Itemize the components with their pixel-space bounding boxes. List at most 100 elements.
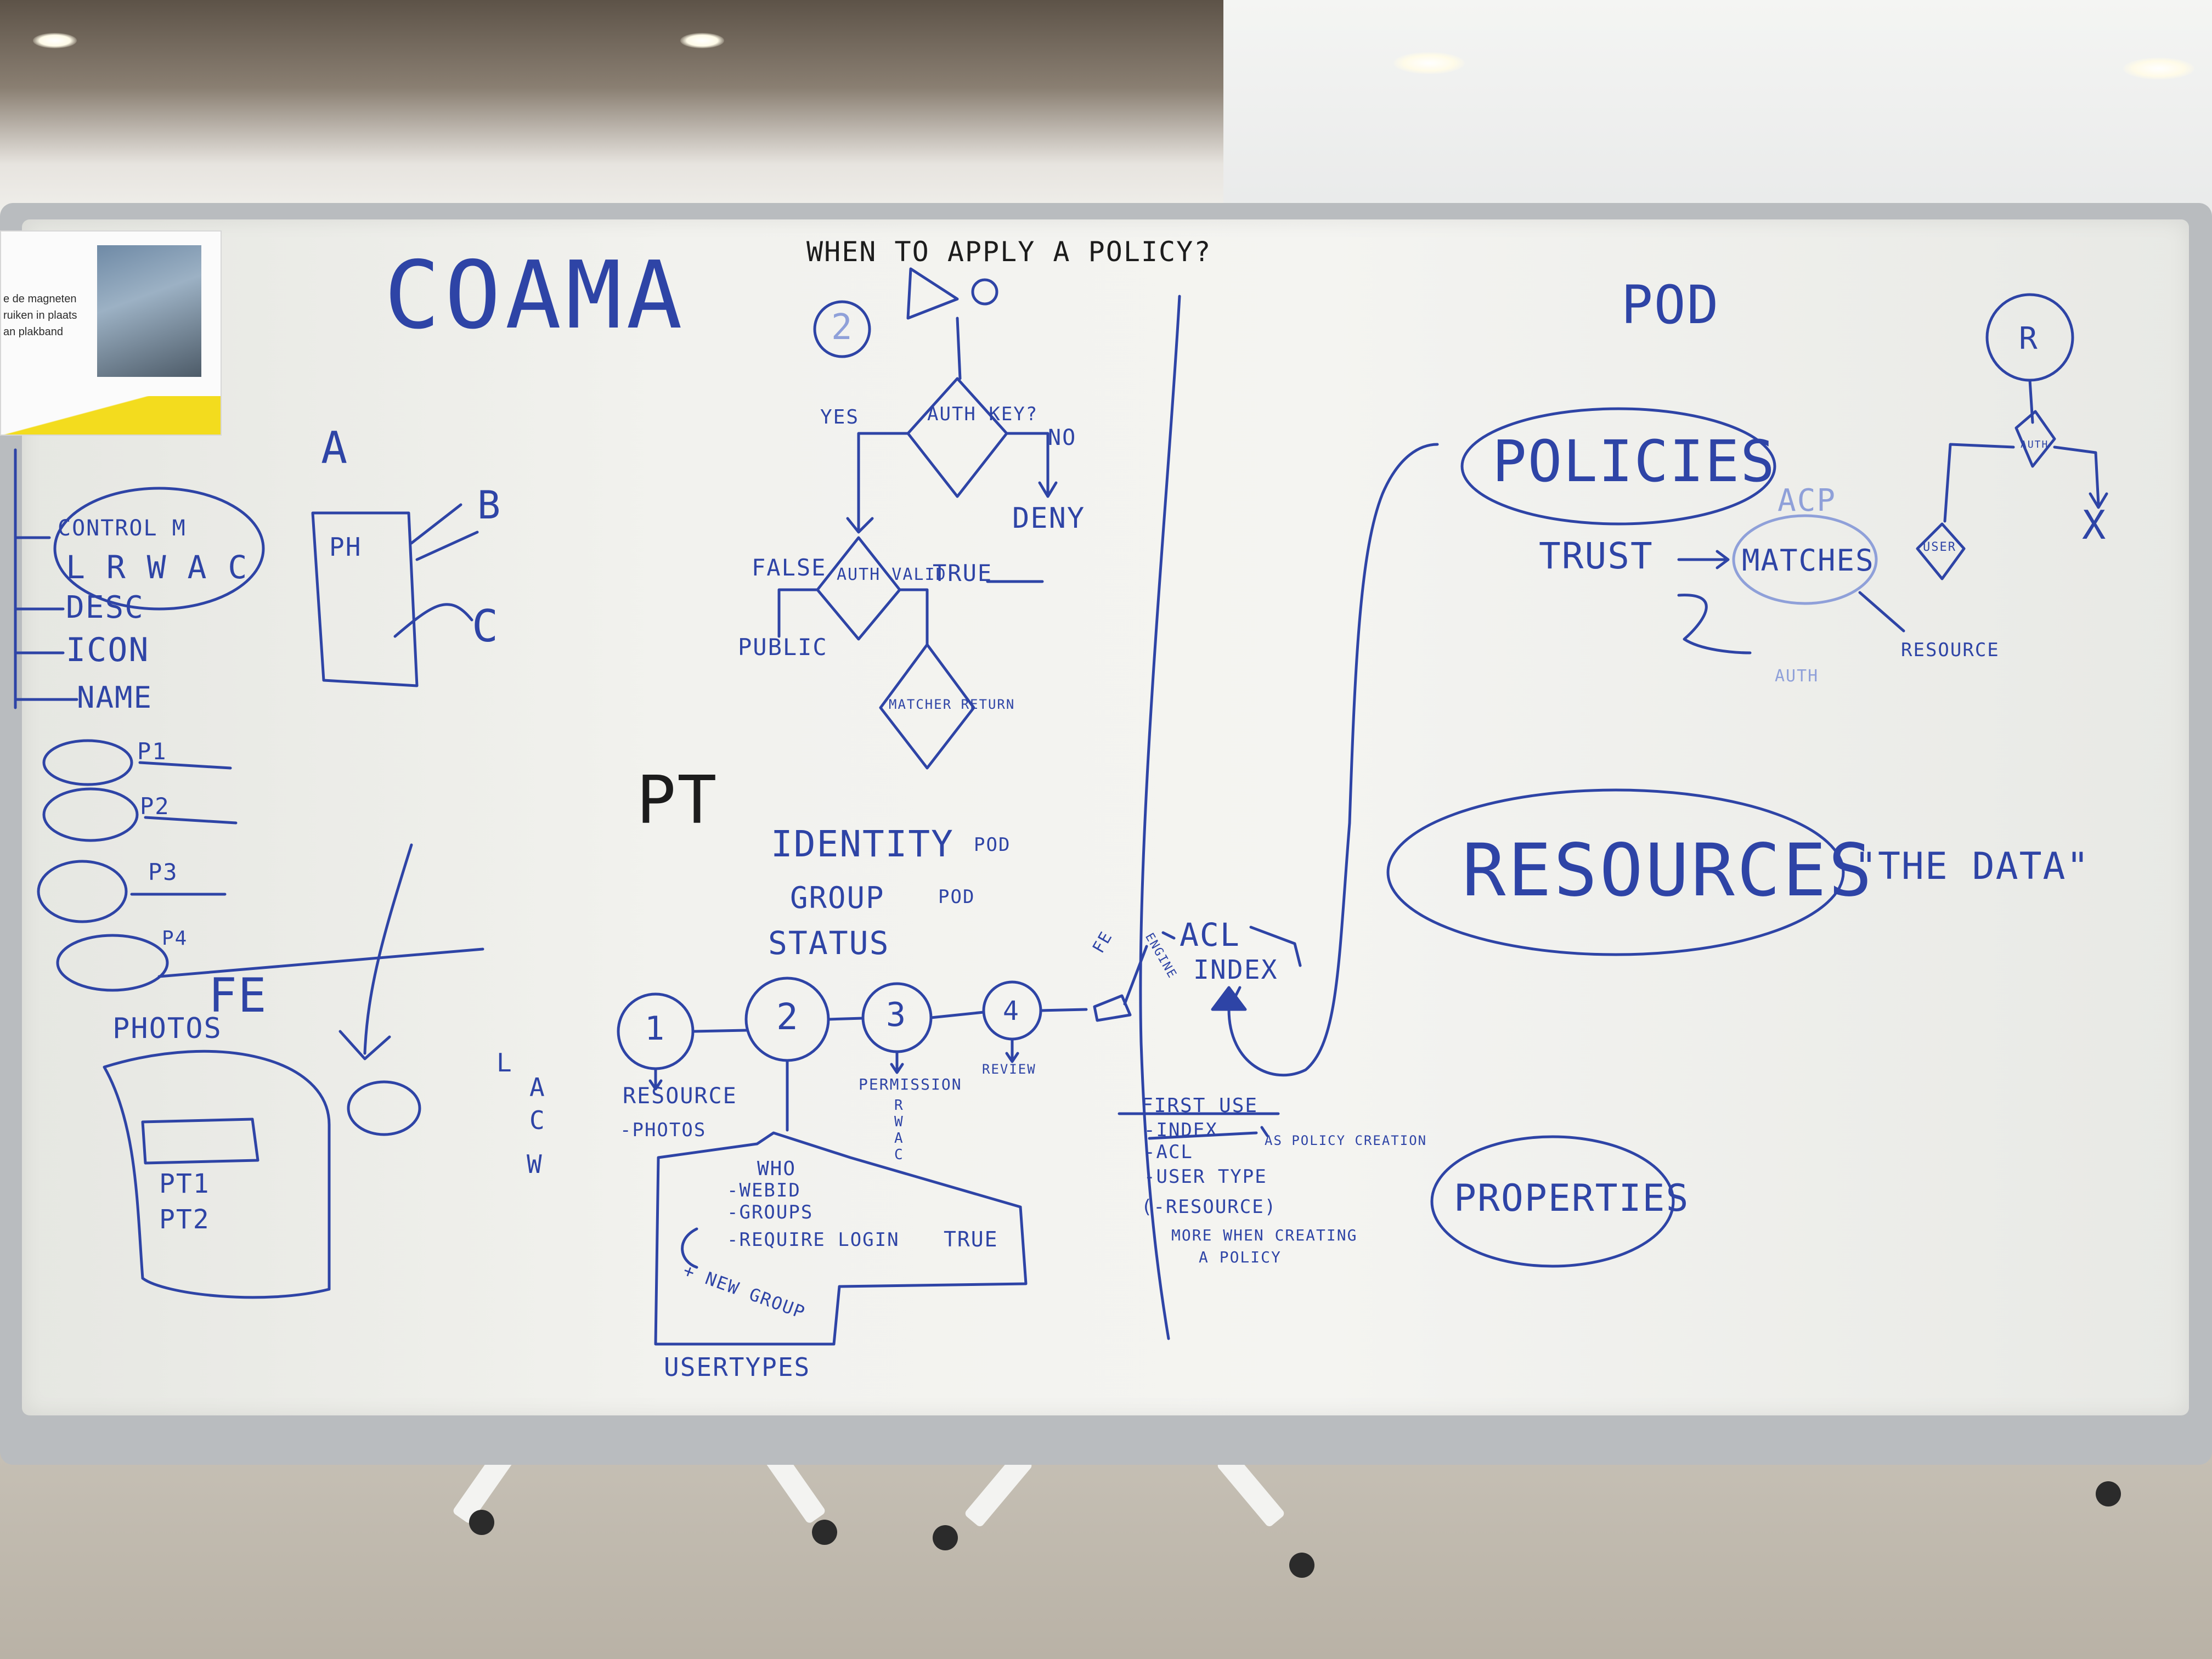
tree-p1: P1 [137,738,167,765]
resources-ellipse [1386,788,1845,956]
status-label: STATUS [768,924,890,962]
resources-label: RESOURCES [1462,828,1875,913]
auth-label: AUTH [1775,667,1819,686]
identity-label: IDENTITY [771,823,954,865]
a-label: A [321,422,349,473]
the-data-label: "THE DATA" [1854,845,2090,888]
first-use-item: -INDEX [1144,1119,1218,1141]
whiteboard [22,219,2189,1415]
ceiling-light [2123,58,2194,80]
stand-wheel [933,1525,958,1550]
yes-label: YES [820,406,860,428]
review-label: REVIEW [982,1062,1036,1077]
photos-box [103,1049,331,1299]
tree-p3: P3 [148,859,178,885]
auth-valid-diamond [816,536,901,641]
pt1-label: PT1 [159,1169,210,1199]
floor [0,1426,2212,1659]
photos-step-label: -PHOTOS [620,1119,707,1141]
tree-p2: P2 [140,793,170,820]
ceiling-right [1223,0,2212,219]
matches-ellipse [1732,514,1878,605]
stand-wheel [1289,1553,1314,1578]
require-login-label: -REQUIRE LOGIN [727,1229,900,1251]
ph-label: PH [329,532,362,562]
magnet-notice: e de magneten ruiken in plaats an plakba… [0,230,222,436]
auth-key-label: AUTH KEY? [927,403,1039,425]
perm-letter: W [894,1114,904,1130]
section-divider [1139,295,1181,1340]
mode-letter: L [496,1048,513,1077]
auth-valid-label: AUTH VALID [837,565,947,584]
acl-label: ACL [1180,916,1240,953]
step-number-4: 4 [1003,996,1020,1026]
permission-label: PERMISSION [859,1075,962,1093]
usertypes-box [654,1131,1028,1346]
tree-desc: DESC [66,590,144,625]
flow-title: WHEN TO APPLY A POLICY? [806,236,1212,268]
perm-letter: R [894,1097,904,1114]
auth-small-label: AUTH [2021,439,2049,450]
control-label: CONTROL M [58,516,187,541]
perm-letter: A [894,1130,904,1147]
ceiling-light [680,33,724,48]
b-label: B [477,483,502,528]
stand-wheel [469,1510,494,1535]
trust-label: TRUST [1539,535,1654,577]
properties-label: PROPERTIES [1454,1177,1690,1220]
auth-small-diamond [2015,410,2056,468]
notice-yellow-band [1,396,221,435]
tree-icon: ICON [66,631,150,669]
resource-pod-label: RESOURCE [1901,639,2000,661]
mode-letter: C [529,1105,546,1135]
perm-letter: C [894,1147,904,1163]
control-modes: L R W A C [66,549,249,586]
stand-wheel [812,1520,837,1545]
auth-key-diamond [906,377,1008,498]
more-note-2: A POLICY [1199,1248,1282,1266]
step-number-1: 1 [645,1009,666,1048]
notice-photo [97,245,201,377]
pod-title: POD [1621,274,1720,336]
tree-name: NAME [77,680,153,715]
control-ellipse [53,487,265,611]
usertypes-label: USERTYPES [664,1352,811,1382]
public-label: PUBLIC [738,634,828,661]
c-label: C [472,601,500,652]
pt2-label: PT2 [159,1204,210,1235]
matcher-diamond [879,643,975,770]
policies-ellipse [1460,407,1776,526]
photos-label: PHOTOS [112,1012,222,1045]
stand-wheel [2096,1481,2121,1506]
index-label: INDEX [1193,955,1278,985]
r-badge: R [2019,321,2039,357]
more-note: MORE WHEN CREATING [1171,1226,1358,1244]
flow-start-triangle [906,267,959,320]
group-arrow: POD [938,886,975,908]
deny-label: DENY [1012,502,1086,535]
ceiling-light [33,33,77,48]
who-label: WHO [757,1158,797,1180]
mode-letter: W [527,1149,543,1179]
ceiling-light [1393,52,1465,74]
acl-note: AS POLICY CREATION [1265,1133,1427,1148]
first-use-item: (-RESOURCE) [1141,1196,1277,1218]
step-number-2: 2 [776,996,799,1038]
group-label: GROUP [790,881,885,915]
notice-text-line: e de magneten [3,293,77,305]
user-label: USER [1923,540,1956,554]
ptime-title: PT [636,763,718,839]
notice-text-line: an plakband [3,326,63,338]
groups-label: -GROUPS [727,1201,814,1223]
matcher-return-label: MATCHER RETURN [889,697,1015,712]
identity-arrow: POD [974,834,1011,856]
true-label: TRUE [933,560,993,586]
mode-letter: A [529,1073,546,1102]
step-number-3: 3 [886,996,907,1034]
webid-label: -WEBID [727,1180,801,1201]
user-diamond [1916,522,1966,580]
resource-step-label: RESOURCE [623,1084,737,1109]
first-use-item: -USER TYPE [1144,1166,1267,1188]
true-login-label: TRUE [944,1227,998,1251]
